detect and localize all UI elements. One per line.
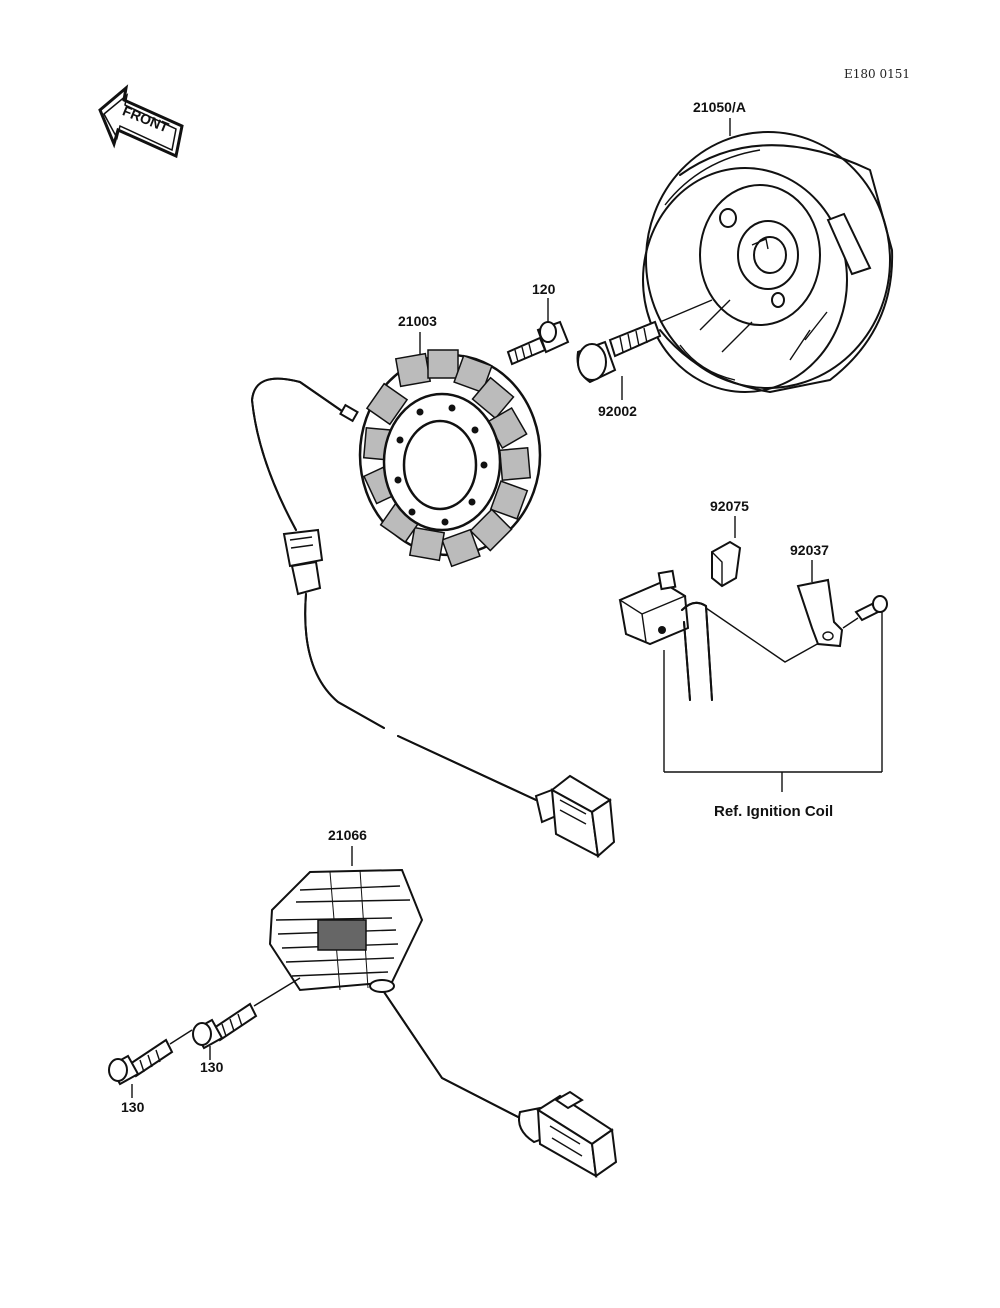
stator-coil[interactable] xyxy=(358,349,542,568)
part-label-bolt-a: 130 xyxy=(200,1059,224,1075)
stator-wire-harness xyxy=(251,377,537,801)
pulser-coil[interactable] xyxy=(618,569,829,701)
regulator-wire-harness xyxy=(383,991,521,1119)
pulser-bracket[interactable] xyxy=(796,578,844,648)
part-label-stator: 21003 xyxy=(398,313,437,329)
stator-bolt[interactable] xyxy=(506,320,570,366)
part-label-bolt-b: 130 xyxy=(121,1099,145,1115)
part-label-clamp: 92075 xyxy=(710,498,749,514)
front-arrow-icon: FRONT xyxy=(98,84,184,159)
flywheel-rotor[interactable] xyxy=(642,131,894,393)
regulator-bolt-b[interactable] xyxy=(108,1029,193,1086)
regulator-bolt-a[interactable] xyxy=(192,977,301,1050)
regulator-rectifier[interactable] xyxy=(268,868,424,993)
ref-bracket-lines xyxy=(663,612,883,792)
ref-ignition-coil-note: Ref. Ignition Coil xyxy=(714,803,833,820)
bracket-screw[interactable] xyxy=(842,595,888,629)
part-label-bracket: 92037 xyxy=(790,542,829,558)
regulator-connector xyxy=(518,1090,618,1178)
flywheel-bolt[interactable] xyxy=(576,299,713,384)
part-label-flywheel: 21050/A xyxy=(693,99,746,115)
part-label-stator-bolt: 120 xyxy=(532,281,556,297)
stator-connector xyxy=(534,774,616,858)
diagram-code: E180 0151 xyxy=(844,67,910,81)
part-label-flywheel-bolt: 92002 xyxy=(598,403,637,419)
pulser-clamp[interactable] xyxy=(711,540,742,588)
part-label-regulator: 21066 xyxy=(328,827,367,843)
